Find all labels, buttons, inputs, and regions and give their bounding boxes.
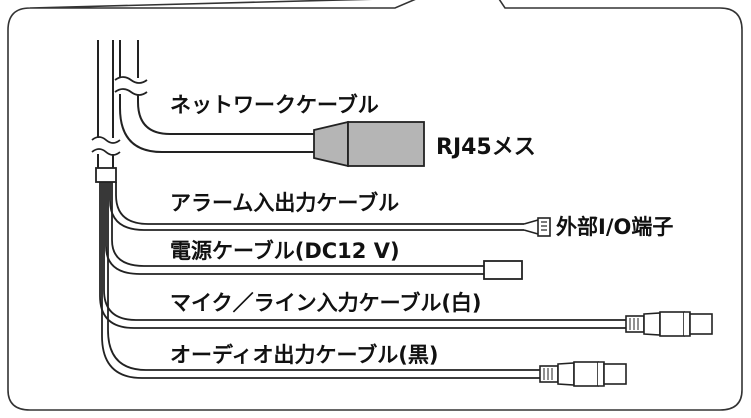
label-rj45: RJ45メス	[436, 135, 536, 160]
network-cable	[114, 40, 314, 153]
external-io-terminal	[523, 217, 551, 237]
alarm-cable	[109, 182, 524, 231]
audio-out-cable	[101, 182, 540, 379]
rj45-connector	[313, 120, 425, 168]
label-alarm-cable: アラーム入出力ケーブル	[170, 191, 399, 215]
label-external-io: 外部I/O端子	[556, 215, 673, 239]
audio-out-plug	[539, 361, 627, 387]
label-power-cable: 電源ケーブル(DC12 V)	[170, 239, 400, 263]
dc-power-connector	[483, 260, 523, 280]
label-audio-out-cable: オーディオ出力ケーブル(黒)	[170, 343, 438, 367]
mic-line-plug	[625, 311, 713, 337]
power-cable	[105, 182, 484, 275]
label-network-cable: ネットワークケーブル	[170, 93, 379, 117]
callout-frame	[7, 0, 743, 411]
label-mic-line-cable: マイク／ライン入力ケーブル(白)	[170, 291, 482, 315]
cable-bundle	[91, 40, 121, 183]
